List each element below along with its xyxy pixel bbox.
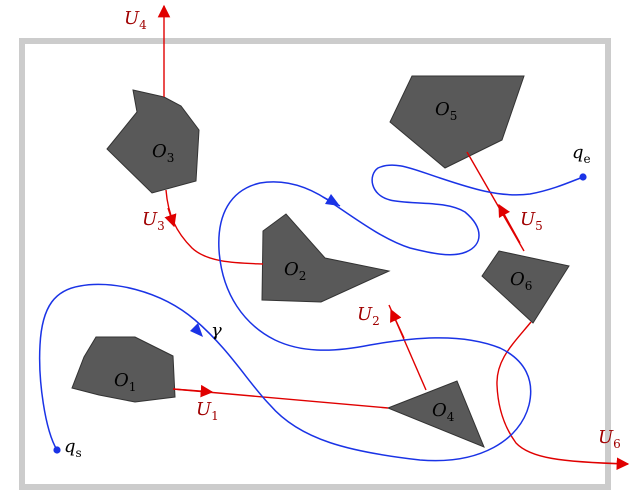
path-gamma-curve: [38, 164, 584, 462]
label-u1: U1: [196, 399, 219, 423]
label-u4: U4: [124, 8, 147, 32]
obstacle-o5: [389, 75, 525, 169]
ray-u2-arrow: [390, 308, 405, 339]
label-o6: O6: [510, 269, 532, 293]
label-gamma: γ: [211, 320, 222, 341]
label-u2: U2: [357, 304, 380, 328]
label-u6: U6: [598, 427, 621, 451]
path-gamma: [38, 164, 584, 462]
end-point: [579, 173, 587, 181]
ray-u1-arrow: [172, 384, 214, 398]
obstacle-o1: [71, 336, 176, 403]
label-u3: U3: [142, 209, 165, 233]
obstacle-o2: [261, 213, 391, 303]
label-u5: U5: [520, 209, 543, 233]
obstacle-o4: [386, 380, 485, 448]
label-start: qs: [64, 436, 82, 460]
ray-u3-arrow: [164, 207, 177, 228]
obstacle-o6: [481, 250, 570, 324]
label-o2: O2: [284, 259, 306, 283]
ray-u3-line: [165, 189, 264, 265]
ray-u5-line: [466, 151, 525, 252]
rays: [157, 4, 630, 470]
ray-u6-line: [496, 321, 630, 470]
path-gamma-arrowhead-1: [325, 194, 340, 206]
obstacles: [71, 75, 570, 448]
label-end: qe: [572, 142, 591, 166]
start-point: [53, 446, 61, 454]
ray-u5-arrow: [498, 203, 521, 244]
label-o3: O3: [152, 141, 174, 165]
label-o5: O5: [435, 99, 457, 123]
path-gamma-arrowhead-2: [190, 323, 203, 337]
label-o4: O4: [432, 400, 455, 424]
obstacle-o3: [106, 89, 200, 194]
workspace-border: [19, 38, 611, 490]
label-o1: O1: [114, 370, 136, 394]
